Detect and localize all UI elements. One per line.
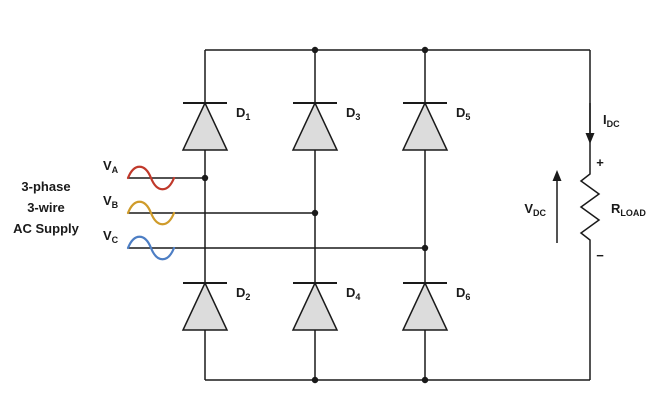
junction-dot [421,244,429,252]
diode-label: D1 [236,105,250,122]
junction-dot [311,376,319,384]
diode-label: D5 [456,105,470,122]
junction-dot [311,46,319,54]
load-branch: IDC RLOAD + − VDC [524,103,646,263]
junction-dot [421,46,429,54]
diode-triangle [291,281,339,331]
vdc-label: VDC [524,201,546,218]
diode-triangle [401,101,449,151]
diode-label: D6 [456,285,470,302]
junction-dots [201,46,429,384]
diode-triangle [291,101,339,151]
diode-label: D4 [346,285,360,302]
diode-triangle [401,281,449,331]
supply-label: 3-phase 3-wire AC Supply [13,179,79,236]
phase-a-label: VA [103,158,119,175]
diode-d4: D4 [291,281,360,331]
diode-triangle [181,281,229,331]
junction-dot [421,376,429,384]
phase-b-sine-wave [126,200,176,226]
diode-d3: D3 [291,101,360,151]
junction-dot [201,174,209,182]
minus-sign: − [596,248,604,263]
junction-dot [311,209,319,217]
diode-triangle [181,101,229,151]
idc-arrow-head [585,133,595,144]
phase-c-sine-wave [126,235,176,261]
vdc-arrow-head [552,170,562,181]
phase-c-label: VC [103,228,119,245]
diode-label: D3 [346,105,360,122]
supply-label-line3: AC Supply [13,221,79,236]
supply-label-line1: 3-phase [21,179,70,194]
plus-sign: + [596,155,604,170]
idc-label: IDC [603,112,620,129]
phase-a-sine-wave [126,165,176,191]
rload-label: RLOAD [611,201,646,218]
diode-d5: D5 [401,101,470,151]
load-resistor [579,168,601,246]
supply-label-line2: 3-wire [27,200,65,215]
diode-d6: D6 [401,281,470,331]
diode-d1: D1 [181,101,250,151]
diode-d2: D2 [181,281,250,331]
diode-label: D2 [236,285,250,302]
phase-b-label: VB [103,193,119,210]
